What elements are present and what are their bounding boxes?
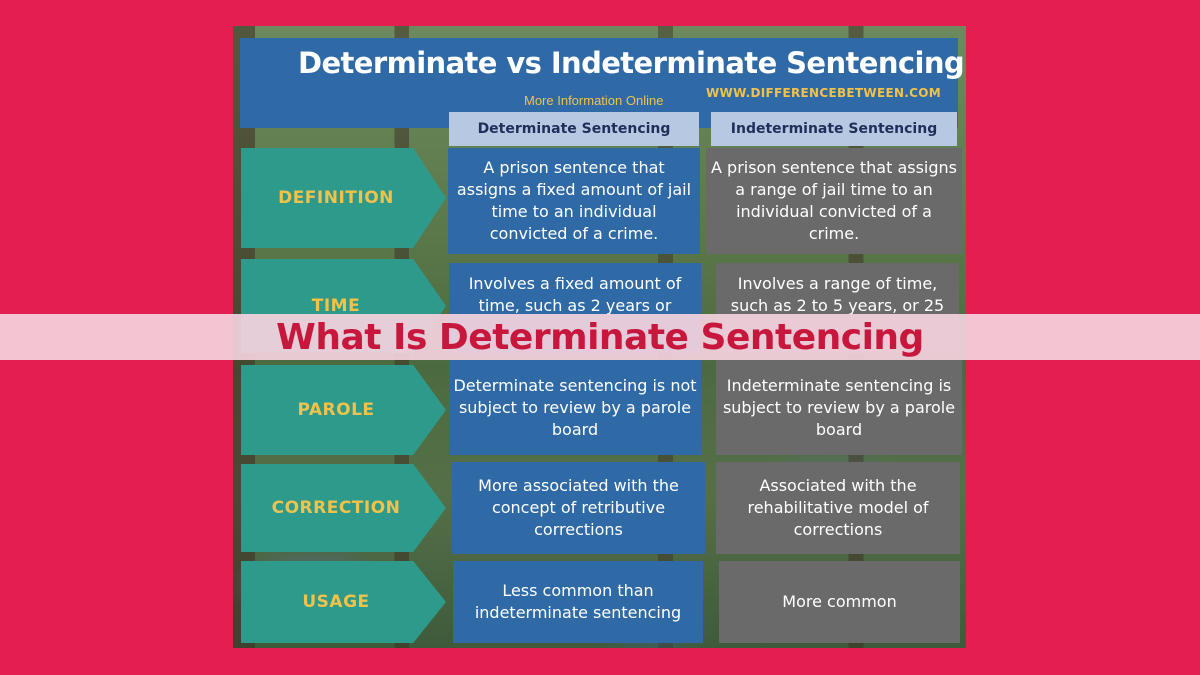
usage-indeterminate-cell: More common (719, 561, 960, 643)
row-label-text: DEFINITION (278, 188, 394, 208)
row-label-definition: DEFINITION (241, 148, 446, 248)
row-label-correction: CORRECTION (241, 464, 446, 552)
usage-determinate-cell: Less common than indeterminate sentencin… (453, 561, 703, 643)
row-label-text: TIME (311, 296, 361, 316)
correction-determinate-cell: More associated with the concept of retr… (452, 462, 705, 554)
definition-determinate-cell: A prison sentence that assigns a fixed a… (448, 148, 700, 254)
definition-indeterminate-cell: A prison sentence that assigns a range o… (706, 148, 962, 254)
parole-indeterminate-cell: Indeterminate sentencing is subject to r… (716, 360, 962, 455)
page-title: What Is Determinate Sentencing (276, 316, 924, 358)
column-header-determinate: Determinate Sentencing (449, 112, 699, 146)
column-header-indeterminate: Indeterminate Sentencing (711, 112, 957, 146)
row-label-parole: PAROLE (241, 365, 446, 455)
page-title-banner: What Is Determinate Sentencing (0, 314, 1200, 360)
website-link[interactable]: WWW.DIFFERENCEBETWEEN.COM (706, 86, 942, 100)
correction-indeterminate-cell: Associated with the rehabilitative model… (716, 462, 960, 554)
parole-determinate-cell: Determinate sentencing is not subject to… (449, 360, 701, 455)
more-information-link[interactable]: More Information Online (524, 93, 664, 108)
row-label-usage: USAGE (241, 561, 446, 643)
row-label-text: PAROLE (297, 400, 375, 420)
row-label-text: CORRECTION (271, 498, 401, 518)
infographic-title: Determinate vs Indeterminate Sentencing (298, 46, 965, 80)
row-label-text: USAGE (302, 592, 370, 612)
